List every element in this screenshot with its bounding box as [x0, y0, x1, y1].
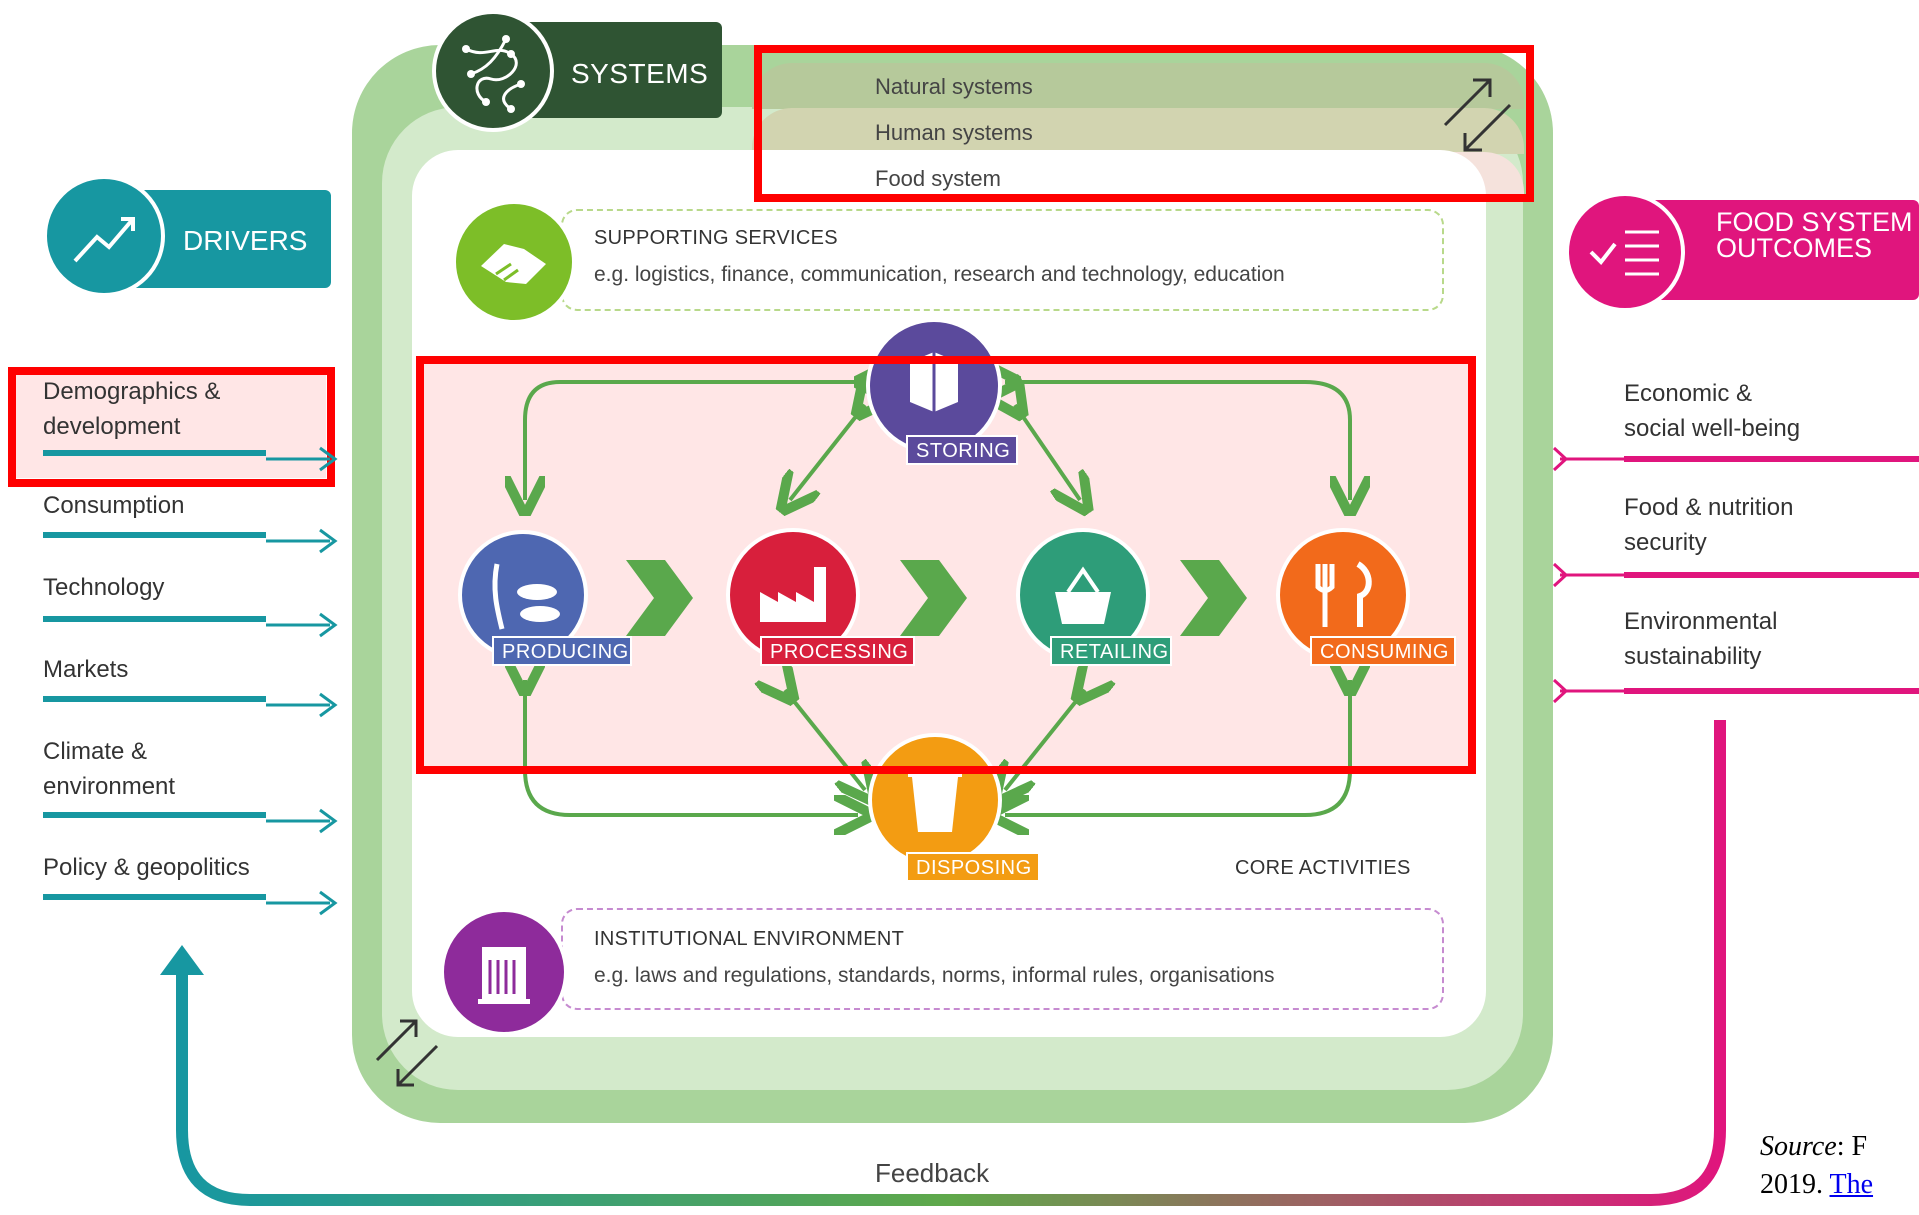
driver-technology-line: [43, 616, 266, 622]
institution-building-icon: [440, 908, 568, 1036]
driver-markets: Markets: [43, 656, 129, 683]
driver-policy-line: [43, 894, 266, 900]
source-link[interactable]: The: [1829, 1169, 1874, 1200]
disposing-label: DISPOSING: [906, 852, 1040, 882]
supporting-services-subtitle: e.g. logistics, finance, communication, …: [594, 263, 1285, 286]
outcomes-badge-label-2: OUTCOMES: [1716, 233, 1873, 263]
outcome-economic-line1: Economic &: [1624, 380, 1753, 407]
natural-systems-label: Natural systems: [875, 74, 1033, 99]
institutional-environment-title: INSTITUTIONAL ENVIRONMENT: [594, 928, 905, 950]
processing-label: PROCESSING: [760, 636, 915, 666]
driver-markets-line: [43, 696, 266, 702]
rising-chart-icon: [43, 175, 165, 297]
storing-box-icon: [866, 318, 1002, 454]
core-activities-highlight: [416, 356, 1476, 774]
driver-climate-line1: Climate &: [43, 738, 148, 765]
human-systems-label: Human systems: [875, 120, 1033, 145]
outcome-env-line: [1624, 688, 1919, 694]
supporting-services-title: SUPPORTING SERVICES: [594, 227, 838, 249]
driver-demographics-line2: development: [43, 413, 181, 440]
demographics-highlight: [8, 367, 335, 487]
core-activities-label: CORE ACTIVITIES: [1235, 857, 1411, 879]
disposing-bin-icon: [868, 733, 1002, 867]
driver-policy: Policy & geopolitics: [43, 854, 250, 881]
source-year: 2019.: [1760, 1169, 1830, 1200]
outcome-economic-line: [1624, 456, 1919, 462]
outcome-food-line2: security: [1624, 529, 1707, 556]
driver-technology: Technology: [43, 574, 165, 601]
outcome-env-line1: Environmental: [1624, 608, 1778, 635]
drivers-badge-label: DRIVERS: [183, 225, 308, 256]
outcomes-badge-label-1: FOOD SYSTEM: [1716, 207, 1913, 237]
natural-systems-band: [752, 63, 1524, 109]
outcome-food-line: [1624, 572, 1919, 578]
source-prefix: Source: [1760, 1131, 1837, 1162]
systems-network-icon: [432, 10, 554, 132]
driver-consumption-line: [43, 532, 266, 538]
feedback-label: Feedback: [875, 1158, 990, 1188]
outcome-food-line1: Food & nutrition: [1624, 494, 1794, 521]
storing-label: STORING: [906, 435, 1018, 465]
driver-demographics-line: [43, 450, 266, 456]
food-system-label: Food system: [875, 166, 1001, 191]
retailing-label: RETAILING: [1050, 636, 1172, 666]
human-systems-band: [752, 108, 1524, 154]
systems-layers-highlight: [754, 45, 1534, 202]
driver-consumption: Consumption: [43, 492, 185, 519]
institutional-environment-subtitle: e.g. laws and regulations, standards, no…: [594, 964, 1275, 987]
checklist-icon: [1565, 192, 1685, 312]
source-citation: Source: F 2019. The: [1760, 1128, 1873, 1204]
consuming-label: CONSUMING: [1310, 636, 1456, 666]
producing-label: PRODUCING: [492, 636, 632, 666]
systems-badge-label: SYSTEMS: [571, 58, 709, 89]
institutional-environment-box: [561, 908, 1444, 1010]
driver-demographics-line1: Demographics &: [43, 378, 221, 405]
source-rest: : F: [1836, 1131, 1868, 1162]
outcome-economic-line2: social well-being: [1624, 415, 1801, 442]
supporting-services-box: [561, 209, 1444, 311]
driver-climate-line: [43, 812, 266, 818]
driver-climate-line2: environment: [43, 773, 176, 800]
handshake-icon: [452, 200, 576, 324]
outcome-env-line2: sustainability: [1624, 643, 1762, 670]
